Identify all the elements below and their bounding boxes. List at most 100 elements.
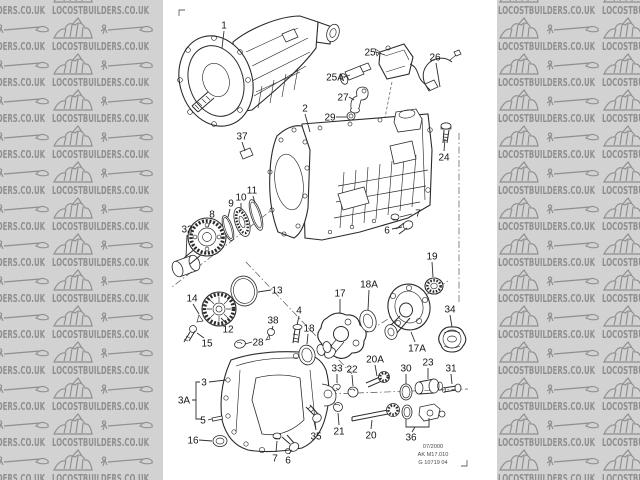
callout-leader-16	[198, 439, 213, 442]
callout-label-6: 6	[384, 226, 390, 237]
watermark-text: LOCOSTBUILDERS.CO.UK	[0, 4, 45, 17]
callout-leader-32	[185, 234, 188, 258]
callout-label-21: 21	[333, 427, 345, 438]
locost-car-logo-icon	[0, 348, 49, 358]
callout-leader-15	[196, 332, 205, 339]
callout-label-7: 7	[272, 454, 278, 465]
watermark-tile: LOCOSTBUILDERS.CO.UK	[52, 269, 153, 305]
watermark-text: LOCOSTBUILDERS.CO.UK	[498, 400, 595, 413]
callout-label-23: 23	[422, 358, 434, 369]
watermark-text: LOCOSTBUILDERS.CO.UK	[498, 76, 595, 89]
watermark-text: LOCOSTBUILDERS.CO.UK	[0, 364, 45, 377]
watermark-tile: LOCOSTBUILDERS.CO.UK	[498, 0, 595, 17]
callout-label-17A: 17A	[408, 344, 426, 355]
locost-car-logo-icon	[603, 125, 640, 147]
watermark-text: LOCOSTBUILDERS.CO.UK	[498, 256, 595, 269]
watermark-tile: LOCOSTBUILDERS.CO.UK	[602, 161, 640, 197]
watermark-text: LOCOSTBUILDERS.CO.UK	[0, 148, 45, 161]
watermark-text: LOCOSTBUILDERS.CO.UK	[602, 400, 640, 413]
watermark-tile: LOCOSTBUILDERS.CO.UK	[602, 233, 640, 269]
callout-label-7: 7	[415, 209, 421, 220]
callout-label-24: 24	[438, 153, 450, 164]
locost-car-logo-icon	[603, 197, 640, 219]
watermark-tile: LOCOSTBUILDERS.CO.UK	[498, 449, 599, 480]
gearbox-assembly-1-art	[177, 15, 340, 127]
watermark-text: LOCOSTBUILDERS.CO.UK	[498, 292, 595, 305]
locost-car-logo-icon	[0, 96, 49, 106]
watermark-tile: LOCOSTBUILDERS.CO.UK	[0, 4, 45, 17]
watermark-tile: LOCOSTBUILDERS.CO.UK	[0, 420, 49, 449]
bracket-3a	[192, 381, 201, 420]
watermark-text: LOCOSTBUILDERS.CO.UK	[498, 148, 595, 161]
locost-car-logo-icon	[0, 168, 49, 178]
callout-label-5: 5	[200, 416, 206, 427]
locost-car-logo-icon	[53, 377, 153, 399]
callout-label-3A: 3A	[178, 396, 191, 407]
callout-label-17: 17	[334, 289, 346, 300]
watermark-text: LOCOSTBUILDERS.CO.UK	[602, 472, 640, 480]
extension-housing-3-art	[220, 351, 337, 454]
watermark-text: LOCOSTBUILDERS.CO.UK	[52, 400, 149, 413]
callout-leader-21	[337, 412, 340, 426]
callout-leader-8	[207, 219, 212, 228]
watermark-text: LOCOSTBUILDERS.CO.UK	[0, 328, 45, 341]
callout-label-18: 18	[303, 324, 315, 335]
callout-label-6: 6	[285, 456, 291, 467]
callout-leader-14	[192, 303, 200, 315]
watermark-text: LOCOSTBUILDERS.CO.UK	[602, 292, 640, 305]
callout-label-16: 16	[187, 436, 199, 447]
breather-27-art	[350, 86, 369, 114]
watermark-text: LOCOSTBUILDERS.CO.UK	[602, 364, 640, 377]
watermark-tile: LOCOSTBUILDERS.CO.UK	[0, 132, 49, 161]
callout-label-32: 32	[181, 225, 193, 236]
callout-label-20: 20	[365, 431, 377, 442]
sensor-cluster-art	[339, 43, 462, 121]
watermark-tile: LOCOSTBUILDERS.CO.UK	[0, 60, 49, 89]
locost-car-logo-icon	[499, 341, 599, 363]
watermark-tile: LOCOSTBUILDERS.CO.UK	[602, 53, 640, 89]
locost-car-logo-icon	[53, 89, 153, 111]
callout-label-14: 14	[186, 294, 198, 305]
locost-car-logo-icon	[499, 233, 599, 255]
watermark-text: LOCOSTBUILDERS.CO.UK	[498, 328, 595, 341]
watermark-text: LOCOSTBUILDERS.CO.UK	[52, 436, 149, 449]
callout-leader-13	[257, 289, 272, 293]
locost-car-logo-icon	[53, 125, 153, 147]
locost-car-logo-icon	[603, 269, 640, 291]
watermark-text: LOCOSTBUILDERS.CO.UK	[602, 4, 640, 17]
watermark-text: LOCOSTBUILDERS.CO.UK	[602, 328, 640, 341]
watermark-text: LOCOSTBUILDERS.CO.UK	[602, 256, 640, 269]
watermark-text: LOCOSTBUILDERS.CO.UK	[602, 436, 640, 449]
watermark-text: LOCOSTBUILDERS.CO.UK	[498, 184, 595, 197]
locost-car-logo-icon	[53, 233, 153, 255]
watermark-tile: LOCOSTBUILDERS.CO.UK	[602, 17, 640, 53]
callout-label-29: 29	[324, 113, 336, 124]
locost-car-logo-icon	[603, 413, 640, 435]
watermark-text: LOCOSTBUILDERS.CO.UK	[0, 40, 45, 53]
callout-label-25A: 25A	[326, 73, 344, 84]
callout-label-36: 36	[405, 433, 417, 444]
callout-leader-27	[348, 96, 355, 101]
callout-label-18A: 18A	[360, 280, 378, 291]
locost-car-logo-icon	[499, 377, 599, 399]
corner-marks	[178, 9, 468, 467]
watermark-text: LOCOSTBUILDERS.CO.UK	[0, 436, 45, 449]
locost-car-logo-icon	[53, 269, 153, 291]
callout-leader-4	[296, 315, 300, 326]
callout-layer: 1233A45676789101112131415161717A1818A192…	[178, 21, 457, 467]
bracket-36	[405, 418, 430, 433]
callout-leader-20A	[374, 364, 378, 377]
callout-leader-2	[304, 113, 311, 133]
watermark-text: LOCOSTBUILDERS.CO.UK	[0, 220, 45, 233]
watermark-tile: LOCOSTBUILDERS.CO.UK	[498, 233, 599, 269]
locost-car-logo-icon	[603, 233, 640, 255]
locost-car-logo-icon	[53, 341, 153, 363]
callout-label-10: 10	[235, 193, 247, 204]
locost-car-logo-icon	[0, 384, 49, 394]
watermark-text: LOCOSTBUILDERS.CO.UK	[498, 112, 595, 125]
watermark-tile: LOCOSTBUILDERS.CO.UK	[52, 233, 153, 269]
callout-leader-18A	[367, 289, 370, 311]
